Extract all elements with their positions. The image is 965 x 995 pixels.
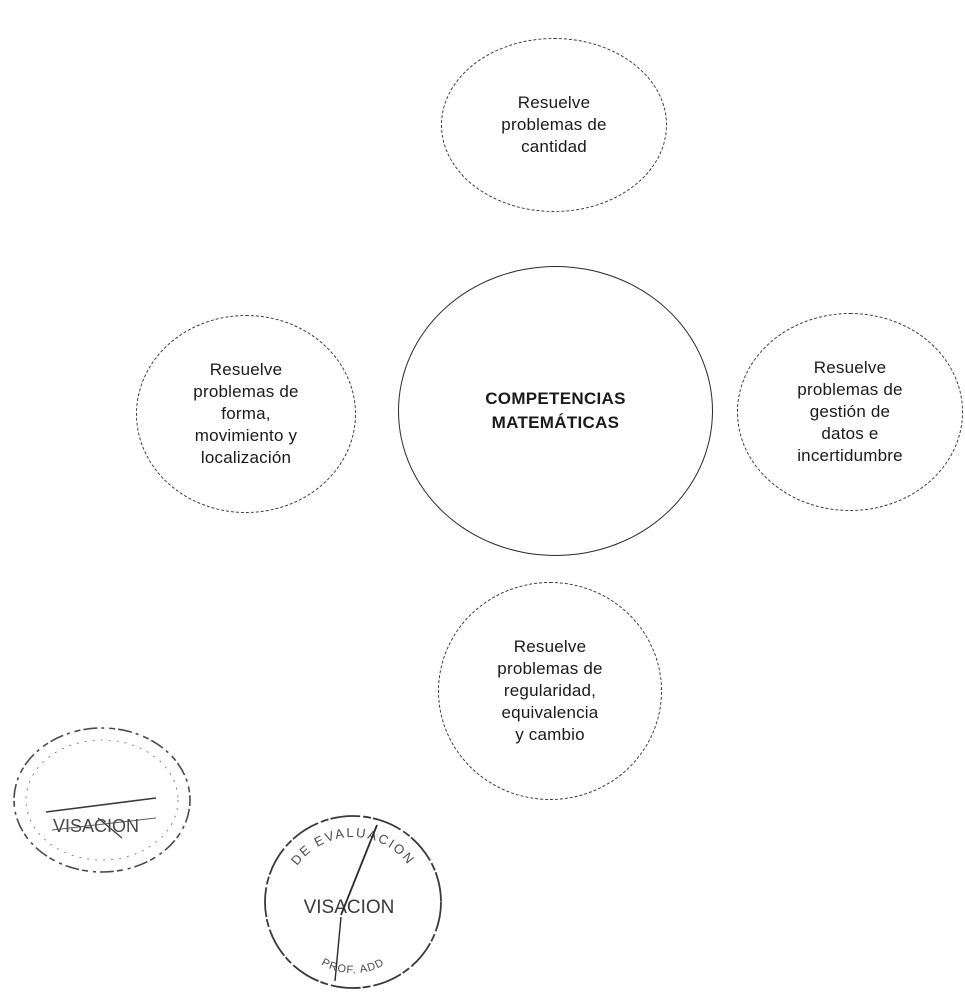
node-cantidad: Resuelve problemas de cantidad — [441, 38, 667, 212]
node-forma-label: Resuelve problemas de forma, movimiento … — [193, 360, 299, 467]
stamp-2-ring-text: DE EVALUACION — [288, 825, 418, 868]
center-node-label: COMPETENCIAS MATEMÁTICAS — [485, 389, 626, 432]
node-gestion-datos-incertidumbre: Resuelve problemas de gestión de datos e… — [737, 313, 963, 511]
center-node-competencias-matematicas: COMPETENCIAS MATEMÁTICAS — [398, 266, 713, 556]
node-regularidad-label: Resuelve problemas de regularidad, equiv… — [497, 637, 603, 744]
stamp-2-bottom-text: PROF. ADD — [320, 956, 387, 976]
node-gestion-label: Resuelve problemas de gestión de datos e… — [797, 358, 903, 465]
node-forma-movimiento-localizacion: Resuelve problemas de forma, movimiento … — [136, 315, 356, 513]
stamp-2-word: VISACION — [304, 897, 395, 918]
visacion-circular-seal: DE EVALUACION PROF. ADD VISACION — [264, 815, 442, 989]
visacion-stamp-seal: VISACION — [13, 727, 191, 873]
node-regularidad-equivalencia-cambio: Resuelve problemas de regularidad, equiv… — [438, 582, 662, 800]
stamp-1-word: VISACION — [53, 816, 139, 836]
node-cantidad-label: Resuelve problemas de cantidad — [501, 93, 607, 156]
